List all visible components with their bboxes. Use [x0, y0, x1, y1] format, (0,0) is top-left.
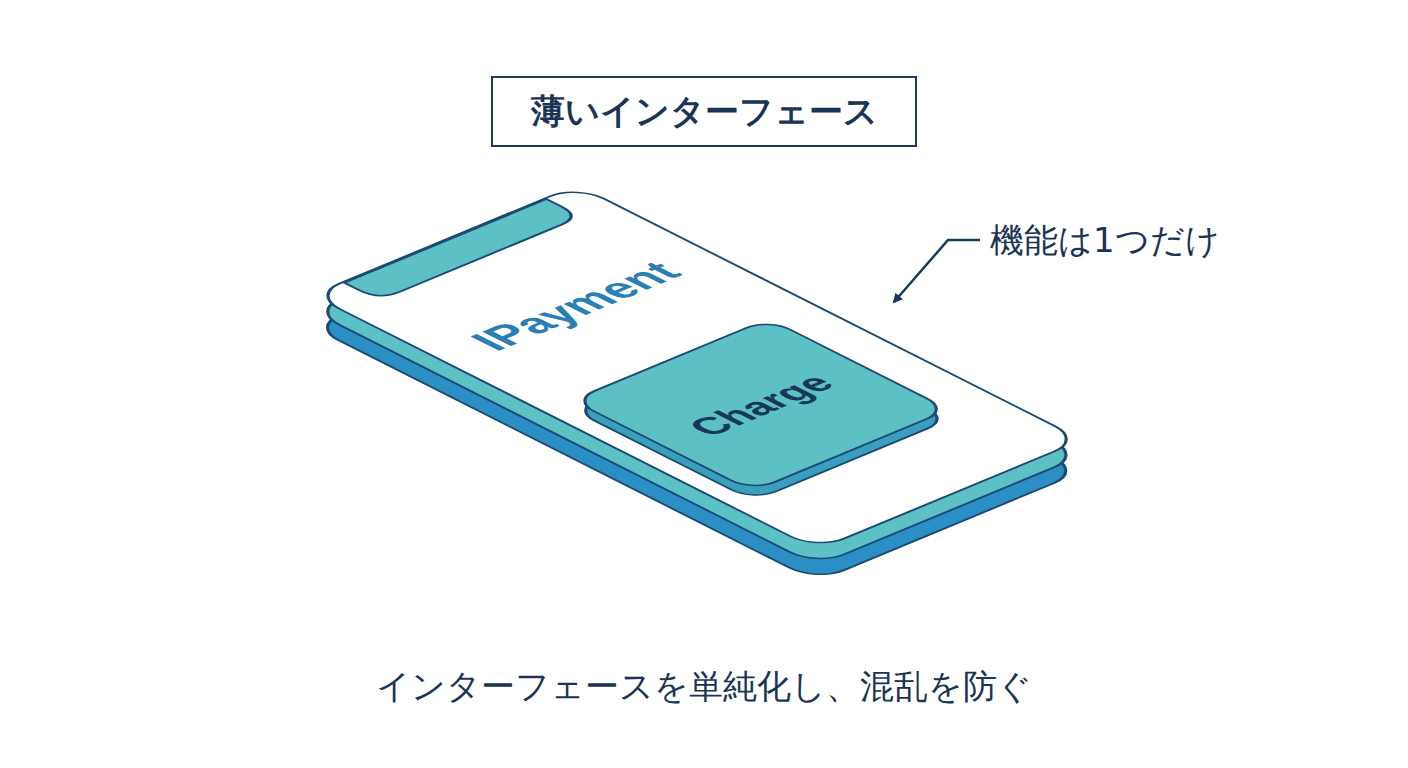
title-box: 薄いインターフェース [491, 76, 917, 147]
caption-text: インターフェースを単純化し、混乱を防ぐ [376, 664, 1032, 710]
callout: 機能は1つだけ [990, 218, 1220, 264]
caption: インターフェースを単純化し、混乱を防ぐ [0, 664, 1408, 710]
method-name: Charge [677, 369, 844, 442]
callout-label: 機能は1つだけ [990, 218, 1220, 264]
title-text: 薄いインターフェース [531, 89, 878, 135]
